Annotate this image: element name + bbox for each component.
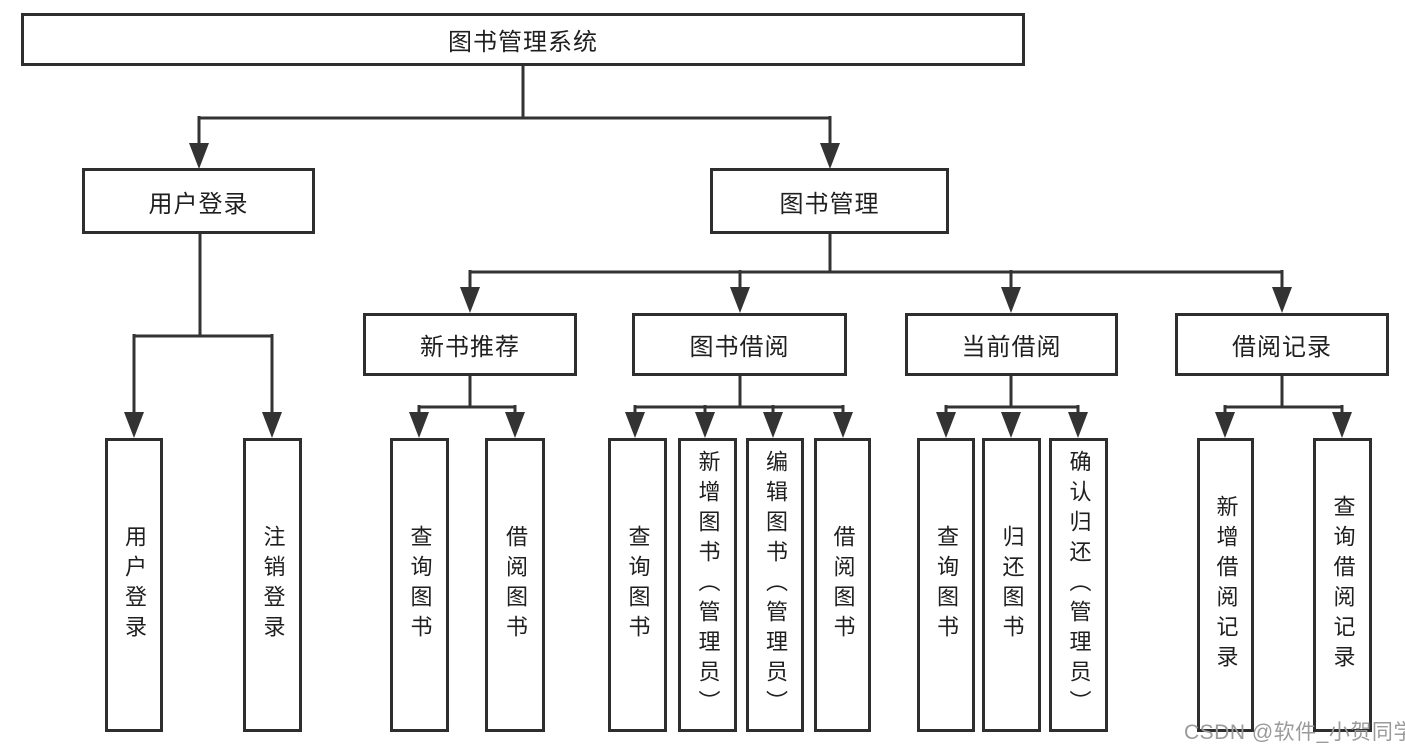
leaf-borrowing-query-books: 查询图书 bbox=[608, 438, 667, 732]
leaf-borrowing-borrow-books-label: 借阅图书 bbox=[830, 525, 856, 645]
node-current-borrowing-label: 当前借阅 bbox=[961, 334, 1062, 361]
leaf-current-confirm-return-label: 确认归还（管理员） bbox=[1066, 450, 1092, 720]
leaf-recommend-query-books: 查询图书 bbox=[390, 438, 449, 732]
leaf-user-login-label: 用户登录 bbox=[122, 525, 147, 645]
leaf-current-query-books-label: 查询图书 bbox=[934, 525, 959, 645]
watermark: CSDN @软件_小贺同学 bbox=[1184, 721, 1405, 744]
leaf-borrowing-add-books-label: 新增图书（管理员） bbox=[695, 450, 721, 720]
node-borrowing-records: 借阅记录 bbox=[1175, 313, 1389, 376]
node-book-borrowing-label: 图书借阅 bbox=[689, 334, 790, 361]
leaf-recommend-borrow-books: 借阅图书 bbox=[485, 438, 545, 732]
node-borrowing-records-label: 借阅记录 bbox=[1232, 334, 1332, 361]
node-user-login-label: 用户登录 bbox=[148, 190, 249, 218]
leaf-borrowing-add-books: 新增图书（管理员） bbox=[678, 438, 737, 732]
leaf-borrowing-borrow-books: 借阅图书 bbox=[814, 438, 871, 732]
leaf-borrowing-query-books-label: 查询图书 bbox=[625, 525, 651, 645]
leaf-borrowing-edit-books: 编辑图书（管理员） bbox=[746, 438, 804, 732]
node-user-login: 用户登录 bbox=[82, 168, 315, 234]
leaf-logout-label: 注销登录 bbox=[260, 525, 286, 645]
leaf-current-return-books-label: 归还图书 bbox=[999, 525, 1025, 645]
node-book-management-label: 图书管理 bbox=[779, 190, 880, 218]
leaf-recommend-query-books-label: 查询图书 bbox=[407, 525, 433, 645]
node-current-borrowing: 当前借阅 bbox=[905, 313, 1118, 376]
leaf-records-add-record-label: 新增借阅记录 bbox=[1213, 495, 1239, 675]
node-new-book-recommend: 新书推荐 bbox=[363, 313, 577, 376]
leaf-logout: 注销登录 bbox=[243, 438, 302, 732]
node-book-borrowing: 图书借阅 bbox=[632, 313, 847, 376]
leaf-records-add-record: 新增借阅记录 bbox=[1197, 438, 1254, 732]
leaf-borrowing-edit-books-label: 编辑图书（管理员） bbox=[763, 450, 788, 720]
leaf-current-return-books: 归还图书 bbox=[982, 438, 1041, 732]
node-new-book-recommend-label: 新书推荐 bbox=[420, 334, 520, 361]
node-root-label: 图书管理系统 bbox=[448, 29, 598, 56]
leaf-current-confirm-return: 确认归还（管理员） bbox=[1049, 438, 1108, 732]
node-root: 图书管理系统 bbox=[21, 13, 1025, 66]
node-book-management: 图书管理 bbox=[710, 168, 949, 234]
leaf-current-query-books: 查询图书 bbox=[917, 438, 975, 732]
leaf-recommend-borrow-books-label: 借阅图书 bbox=[503, 525, 528, 645]
leaf-records-query-record: 查询借阅记录 bbox=[1313, 438, 1372, 732]
leaf-user-login: 用户登录 bbox=[105, 438, 163, 732]
leaf-records-query-record-label: 查询借阅记录 bbox=[1330, 495, 1356, 675]
